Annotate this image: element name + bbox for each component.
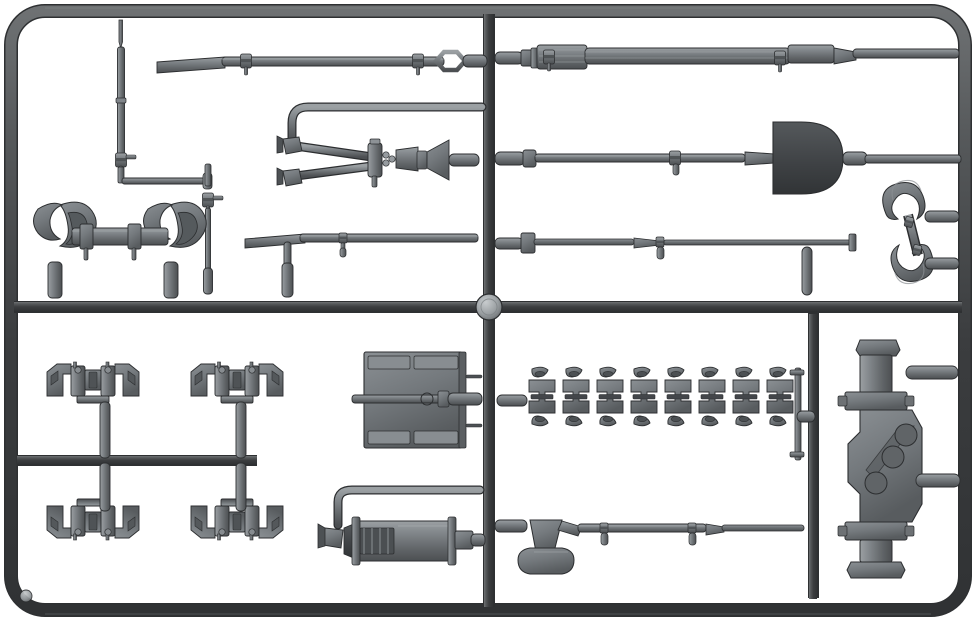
sprue-gate-bracket-3 (99, 462, 111, 512)
sprue-gate-crowbar (462, 54, 488, 68)
sprue-gate-jack-upper (905, 365, 959, 380)
sprue-gate-clamp-right (163, 261, 179, 299)
part-barrel-cleaning-rod (494, 44, 960, 73)
part-tow-bar-assembly (276, 135, 480, 188)
sprue-outer-rail-highlight (5, 5, 971, 616)
sprue-gate-bracket-1 (99, 401, 111, 459)
sprue-gate-track-left (496, 394, 528, 407)
sprue-gate-shovel (494, 151, 526, 166)
sprue-gate-hook-upper (924, 210, 960, 223)
part-tow-hooks (882, 179, 960, 285)
sprue-gate-clamp-left (47, 261, 63, 299)
sprue-gate-thin-rod (494, 237, 524, 250)
tow-hook-upper (882, 179, 926, 221)
part-hydraulic-jack-body (837, 339, 961, 579)
sprue-gate-muffler (470, 533, 486, 547)
sprue-gate-cleaning-rod (494, 51, 524, 65)
sprue-gate-jack-lower (915, 473, 961, 488)
part-stowage-box-panel (351, 351, 483, 449)
sprue-center-node (475, 293, 503, 321)
part-thin-tool-rod (494, 232, 857, 296)
part-group-top-left (33, 19, 488, 299)
part-chisel-rod (244, 232, 479, 298)
shovel-blade (772, 121, 844, 195)
sprue-gate-bracket-2 (235, 401, 247, 459)
part-entrenching-shovel (494, 121, 962, 195)
sprue-gate-axe (494, 519, 528, 533)
part-small-pin (801, 246, 813, 296)
part-group-bottom-left (46, 351, 486, 566)
part-group-bottom-right (494, 339, 961, 579)
part-group-top-right (494, 44, 962, 296)
sprue-center-node-ring (480, 298, 498, 316)
sprue-gate-towbar (448, 153, 480, 167)
sprue-gate-chisel (281, 262, 294, 298)
part-sledgehammer-axe (494, 519, 805, 575)
sprue-gate-bracket-4 (235, 462, 247, 512)
sprue-gate-track-right (796, 410, 816, 423)
sprue-corner-node (19, 589, 33, 603)
sprue-frame (4, 4, 972, 617)
part-exhaust-muffler (317, 485, 486, 566)
part-bent-pipe-rod (287, 102, 487, 145)
spare-track-link-run (496, 366, 816, 461)
part-clamp-bracket-pair (33, 201, 207, 299)
sprue-gate-box (447, 392, 483, 406)
sprue-gate-hook-lower (924, 257, 960, 270)
part-crowbar-with-ring (156, 49, 488, 76)
